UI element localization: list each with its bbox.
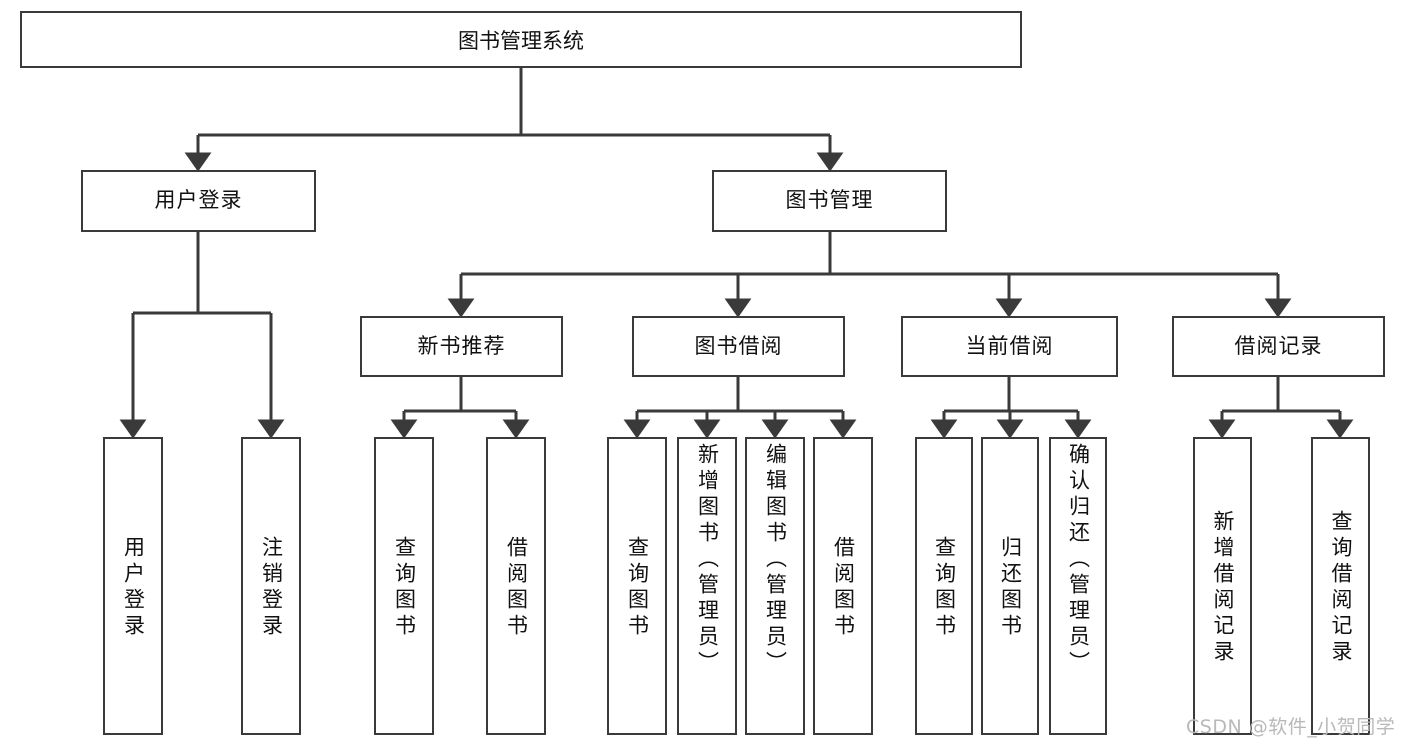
node-book-borrow[interactable]: 图书借阅 — [632, 316, 845, 377]
leaf-query-book-2[interactable]: 查询图书 — [607, 437, 667, 735]
leaf-confirm-return-label: 确认归还（管理员） — [1066, 443, 1091, 677]
leaf-query-book-1-label: 查询图书 — [392, 536, 417, 640]
leaf-user-login-label: 用户登录 — [121, 536, 146, 640]
leaf-borrow-book-1-label: 借阅图书 — [504, 536, 529, 640]
node-book-manage[interactable]: 图书管理 — [712, 170, 947, 232]
leaf-add-record-label: 新增借阅记录 — [1211, 510, 1235, 666]
node-new-book-recommend[interactable]: 新书推荐 — [360, 316, 563, 377]
node-book-manage-label: 图书管理 — [785, 188, 874, 213]
leaf-return-book[interactable]: 归还图书 — [981, 437, 1039, 735]
node-book-borrow-label: 图书借阅 — [694, 333, 783, 358]
leaf-logout-login[interactable]: 注销登录 — [241, 437, 301, 735]
leaf-query-book-3-label: 查询图书 — [932, 536, 957, 640]
leaf-query-record-label: 查询借阅记录 — [1329, 510, 1353, 666]
node-current-borrow-label: 当前借阅 — [965, 333, 1054, 358]
leaf-add-book-label: 新增图书（管理员） — [695, 443, 720, 677]
node-root-label: 图书管理系统 — [458, 28, 584, 53]
node-user-login-label: 用户登录 — [154, 188, 243, 213]
node-borrow-record-label: 借阅记录 — [1234, 333, 1323, 358]
leaf-edit-book[interactable]: 编辑图书（管理员） — [745, 437, 805, 735]
leaf-borrow-book-2-label: 借阅图书 — [831, 536, 856, 640]
leaf-query-book-2-label: 查询图书 — [625, 536, 650, 640]
leaf-return-book-label: 归还图书 — [998, 536, 1023, 640]
leaf-borrow-book-2[interactable]: 借阅图书 — [813, 437, 873, 735]
leaf-add-record[interactable]: 新增借阅记录 — [1193, 437, 1252, 735]
leaf-query-record[interactable]: 查询借阅记录 — [1311, 437, 1370, 735]
leaf-borrow-book-1[interactable]: 借阅图书 — [486, 437, 546, 735]
node-root[interactable]: 图书管理系统 — [20, 11, 1022, 68]
node-user-login[interactable]: 用户登录 — [81, 170, 316, 232]
leaf-add-book[interactable]: 新增图书（管理员） — [677, 437, 737, 735]
node-current-borrow[interactable]: 当前借阅 — [901, 316, 1118, 377]
leaf-edit-book-label: 编辑图书（管理员） — [763, 443, 788, 677]
leaf-confirm-return[interactable]: 确认归还（管理员） — [1049, 437, 1107, 735]
node-borrow-record[interactable]: 借阅记录 — [1172, 316, 1385, 377]
node-new-book-recommend-label: 新书推荐 — [417, 333, 506, 358]
leaf-logout-login-label: 注销登录 — [259, 536, 284, 640]
leaf-user-login[interactable]: 用户登录 — [103, 437, 163, 735]
leaf-query-book-1[interactable]: 查询图书 — [374, 437, 434, 735]
leaf-query-book-3[interactable]: 查询图书 — [915, 437, 973, 735]
